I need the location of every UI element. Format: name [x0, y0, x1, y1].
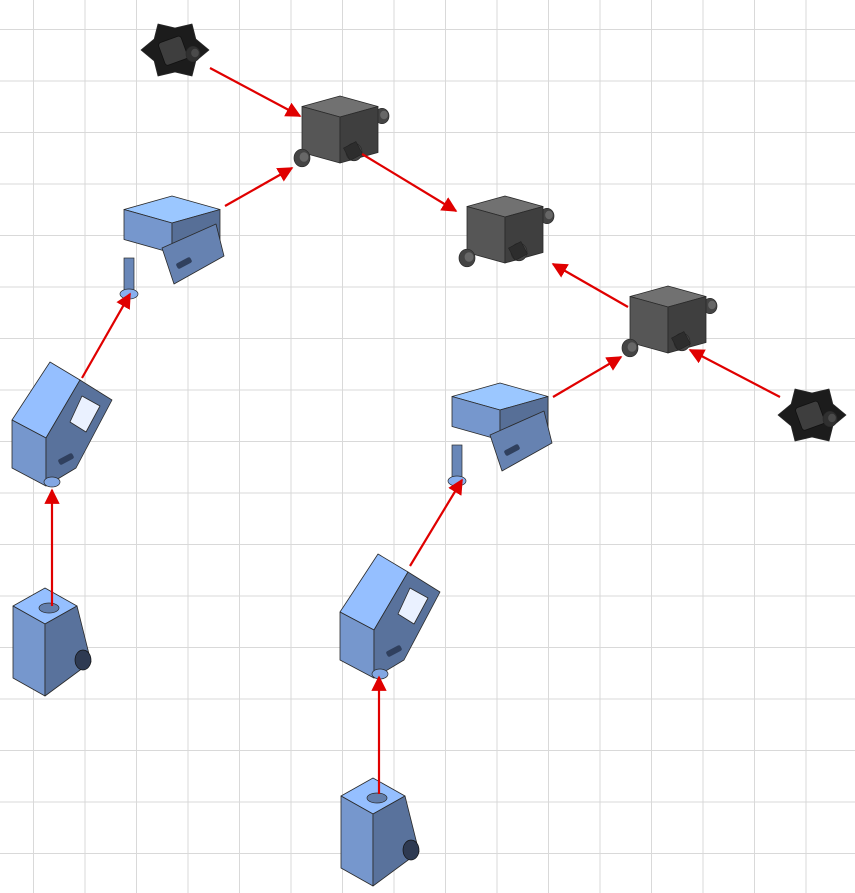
- peg-highlight: [708, 300, 716, 310]
- clamp-slot: [176, 257, 192, 269]
- opening: [69, 395, 101, 433]
- clamp-stem: [123, 257, 135, 295]
- block-peg: [43, 476, 61, 488]
- block-slot: [386, 645, 402, 657]
- clamp-slot: [504, 444, 520, 456]
- hub-center: [458, 195, 555, 268]
- arrow-clamp-right-middle-to-clamp-right-upper: [409, 478, 463, 567]
- socket: [671, 331, 691, 351]
- parts-layer: [11, 23, 847, 887]
- peg-highlight: [545, 210, 553, 220]
- clamp-left-base: [12, 587, 92, 697]
- arrow-hub-right-to-hub-center: [551, 263, 629, 308]
- base-hole: [366, 792, 388, 804]
- black-connector-top: [140, 23, 210, 77]
- clamp-right-base: [340, 777, 420, 887]
- socket: [343, 141, 363, 161]
- jaw: [161, 223, 225, 285]
- socket: [508, 241, 528, 261]
- arrow-clamp-left-middle-to-clamp-left-upper: [81, 292, 131, 379]
- clamp-left-middle: [11, 361, 113, 488]
- arrows-layer: [44, 67, 781, 794]
- clamp-left-upper: [119, 195, 225, 300]
- clamp-right-upper: [447, 382, 553, 487]
- connector-face: [795, 400, 826, 431]
- peg-highlight: [299, 152, 309, 162]
- arrow-hub-top-to-hub-center: [361, 153, 458, 212]
- block-slot: [58, 453, 74, 465]
- jaw: [489, 410, 553, 472]
- arrow-black-connector-top-to-hub-top: [209, 67, 302, 117]
- hub-top: [293, 95, 390, 168]
- base-knob: [402, 839, 420, 861]
- opening: [397, 587, 429, 625]
- clamp-right-middle: [339, 553, 441, 680]
- arrow-clamp-right-upper-to-hub-right: [552, 356, 623, 398]
- base-knob: [74, 649, 92, 671]
- peg-highlight: [380, 110, 388, 120]
- arrow-black-connector-right-to-hub-right: [688, 349, 781, 398]
- peg-highlight: [464, 252, 474, 262]
- hub-right: [621, 285, 718, 358]
- base-hole: [38, 602, 60, 614]
- peg-highlight: [627, 342, 637, 352]
- arrow-clamp-left-upper-to-hub-top: [224, 167, 294, 207]
- clamp-stem-tip: [447, 475, 467, 487]
- clamp-stem: [451, 444, 463, 482]
- peg-highlight: [828, 413, 836, 423]
- connector-face: [158, 35, 189, 66]
- peg-highlight: [191, 48, 199, 58]
- black-connector-right: [777, 388, 847, 442]
